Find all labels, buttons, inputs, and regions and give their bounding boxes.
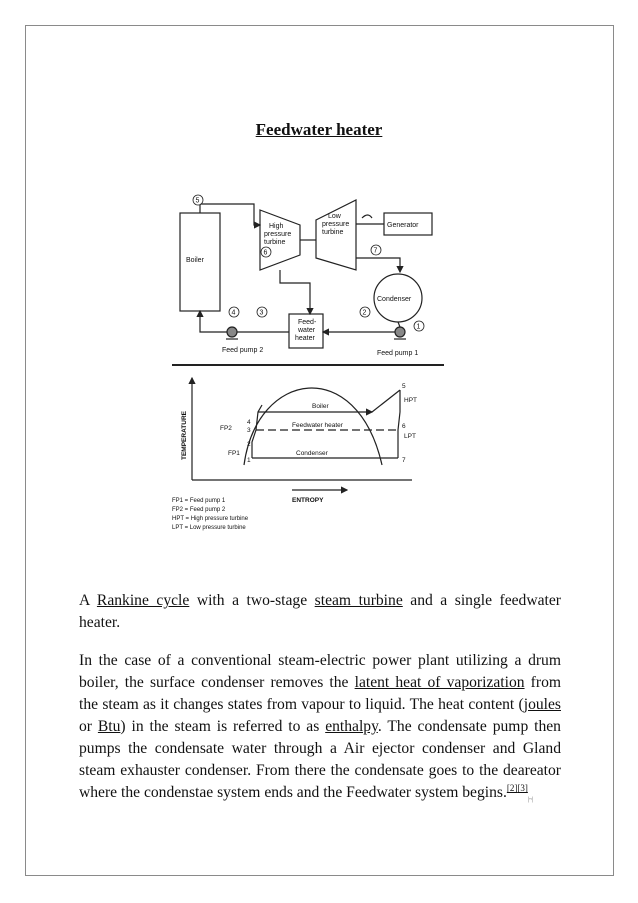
svg-text:4: 4 (232, 310, 236, 317)
svg-text:5: 5 (402, 383, 406, 390)
lp-turbine-shape (315, 199, 357, 271)
svg-text:LPT: LPT (404, 433, 416, 440)
svg-text:pressure: pressure (264, 231, 291, 238)
steam-turbine-link[interactable]: steam turbine (314, 592, 403, 609)
svg-text:5: 5 (196, 198, 200, 205)
svg-text:Condenser: Condenser (296, 450, 329, 457)
svg-text:Boiler: Boiler (312, 403, 329, 410)
latent-heat-link[interactable]: latent heat of vaporization (354, 674, 525, 691)
generator-label: Generator (387, 222, 419, 229)
svg-text:Low: Low (328, 213, 342, 220)
saturation-dome (243, 387, 383, 466)
svg-text:Feed-: Feed- (298, 319, 317, 326)
body-paragraph: In the case of a conventional steam-elec… (79, 652, 561, 804)
svg-text:FP2 = Feed pump 2: FP2 = Feed pump 2 (172, 507, 226, 513)
rankine-cycle-figure: Boiler High pressure turbine Low pressur… (172, 194, 444, 531)
svg-text:FP2: FP2 (220, 425, 232, 432)
svg-text:4: 4 (247, 419, 251, 426)
feed-pump-1-label: Feed pump 1 (377, 350, 418, 357)
condenser-label: Condenser (377, 296, 412, 303)
page-title: Feedwater heater (255, 120, 383, 139)
svg-text:1: 1 (417, 324, 421, 331)
svg-text:turbine: turbine (322, 229, 344, 236)
svg-text:7: 7 (402, 457, 406, 464)
joules-link[interactable]: joules (523, 696, 561, 713)
rankine-cycle-link[interactable]: Rankine cycle (96, 592, 190, 609)
feed-pump-1-shape (394, 326, 406, 338)
svg-text:High: High (269, 223, 284, 230)
reference-3-link[interactable]: [3] (517, 782, 528, 793)
svg-text:pressure: pressure (322, 221, 349, 228)
feed-pump-2-label: Feed pump 2 (222, 347, 263, 354)
svg-text:turbine: turbine (264, 239, 286, 246)
svg-text:3: 3 (260, 310, 264, 317)
boiler-label: Boiler (186, 257, 205, 264)
svg-text:6: 6 (402, 423, 406, 430)
reference-2-link[interactable]: [2] (506, 782, 518, 793)
svg-text:FP1: FP1 (228, 450, 240, 457)
temperature-axis-label: TEMPERATURE (181, 410, 188, 460)
svg-text:2: 2 (247, 441, 251, 448)
entropy-axis-label: ENTROPY (292, 497, 324, 504)
figure-legend: FP1 = Feed pump 1 FP2 = Feed pump 2 HPT … (172, 498, 249, 531)
svg-text:water: water (297, 327, 316, 334)
svg-text:FP1 = Feed pump 1: FP1 = Feed pump 1 (172, 498, 226, 504)
trailing-mark: |~| (527, 797, 534, 804)
enthalpy-link[interactable]: enthalpy (325, 718, 378, 735)
svg-text:1: 1 (247, 457, 251, 464)
page-border (25, 25, 614, 876)
svg-text:HPT: HPT (404, 397, 417, 404)
svg-text:7: 7 (374, 248, 378, 255)
svg-text:LPT = Low pressure turbine: LPT = Low pressure turbine (172, 525, 246, 531)
svg-text:heater: heater (295, 335, 316, 342)
btu-link[interactable]: Btu (97, 718, 121, 735)
svg-text:HPT = High pressure turbine: HPT = High pressure turbine (172, 516, 249, 522)
feed-pump-2-shape (226, 326, 238, 338)
svg-text:2: 2 (363, 310, 367, 317)
svg-text:3: 3 (247, 427, 251, 434)
svg-text:6: 6 (264, 250, 268, 257)
figure-caption: A Rankine cycle with a two-stage steam t… (79, 592, 561, 631)
svg-text:Feedwater heater: Feedwater heater (292, 422, 344, 429)
